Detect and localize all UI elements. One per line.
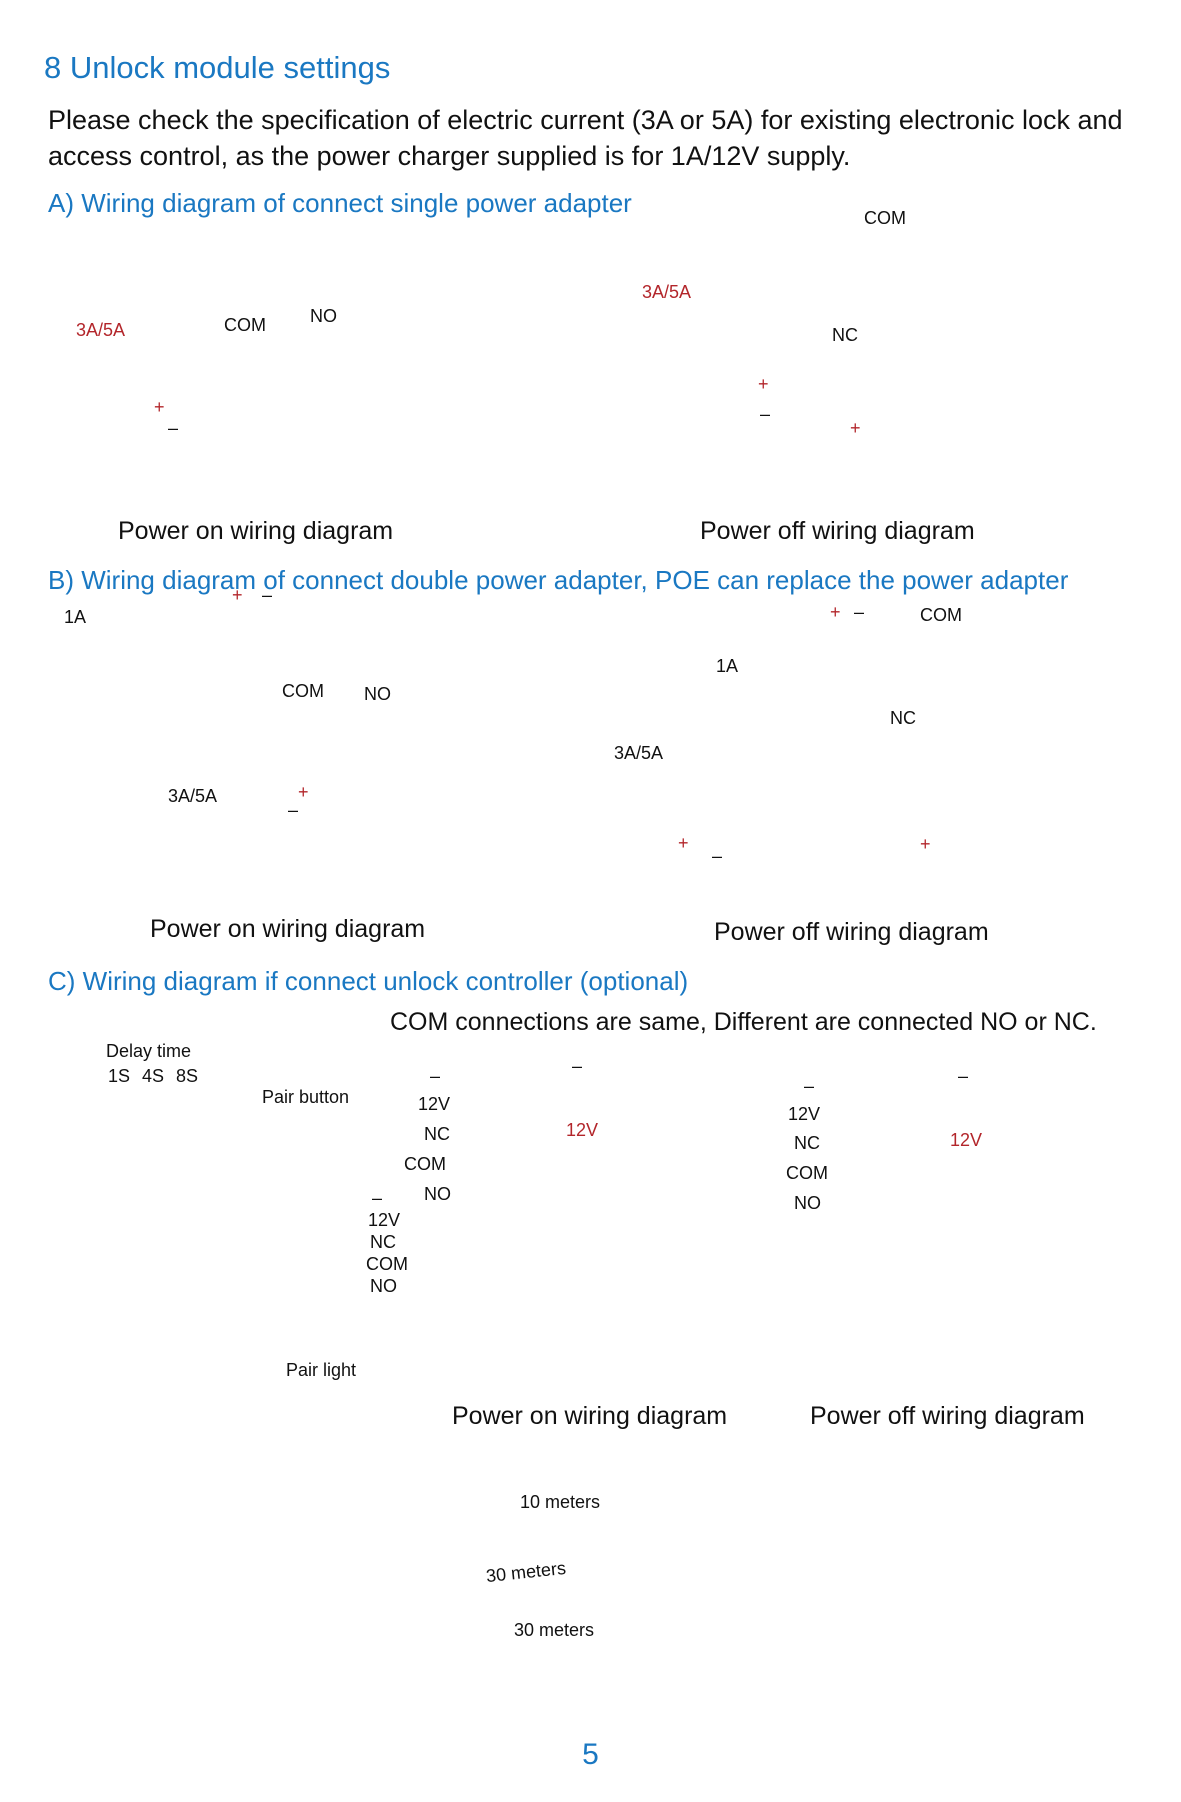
ctrl-term-com: COM [366,1254,408,1274]
c-right-caption: Power off wiring diagram [810,1402,1085,1430]
a-right-adapter-label: 3A/5A [642,282,692,302]
mid-term-minus: – [430,1066,441,1086]
delay-1s: 1S [108,1066,131,1086]
right-supply-12v: 12V [950,1130,983,1150]
section-b-title: B) Wiring diagram of connect double powe… [48,565,1069,595]
b-left-caption: Power on wiring diagram [150,915,426,943]
watermark-2: RealTopMall [691,1082,857,1167]
c-mid-caption: Power on wiring diagram [452,1402,728,1430]
mid-minus: – [572,1056,583,1076]
b-left-no-label: NO [364,684,391,704]
pair-button-label: Pair button [262,1087,350,1107]
b-right-adapter1-label: 1A [716,656,739,676]
b-right-plus-2: + [920,834,931,854]
b-left-minus: – [288,800,299,820]
delay-8s: 8S [176,1066,199,1086]
delay-4s: 4S [142,1066,165,1086]
a-left-no-label: NO [310,306,337,326]
ctrl-term-no: NO [370,1276,397,1296]
a-left-com-label: COM [224,315,266,335]
pair-light-label: Pair light [286,1360,357,1380]
ctrl-term-nc: NC [370,1232,396,1252]
page-title: 8 Unlock module settings [44,50,391,85]
b-left-minus-top: – [262,585,273,605]
b-right-caption: Power off wiring diagram [714,918,989,946]
right-term-no: NO [794,1193,821,1213]
right-term-12v: 12V [788,1104,821,1124]
a-left-plus: + [154,397,165,417]
a-right-caption: Power off wiring diagram [700,517,975,545]
a-left-adapter-label: 3A/5A [76,320,126,340]
right-term-com: COM [786,1163,828,1183]
mid-term-12v: 12V [418,1094,451,1114]
b-right-plus: + [678,833,689,853]
a-left-minus: – [168,418,179,438]
distance-chime: 30 meters [514,1620,595,1640]
section-a-title: A) Wiring diagram of connect single powe… [48,188,632,218]
ctrl-term-minus: – [372,1188,383,1208]
section-c-note: COM connections are same, Different are … [390,1008,1097,1036]
b-left-com-label: COM [282,681,324,701]
intro-paragraph: Please check the specification of electr… [48,105,1123,171]
a-right-nc-label: NC [832,325,858,345]
a-right-plus: + [758,374,769,394]
ctrl-term-12v: 12V [368,1210,401,1230]
right-term-minus: – [804,1076,815,1096]
mid-term-no: NO [424,1184,451,1204]
right-minus: – [958,1066,969,1086]
a-right-com-label: COM [864,208,906,228]
delay-time-label: Delay time [106,1041,192,1061]
b-left-plus-top: + [232,585,243,605]
b-left-adapter2-label: 3A/5A [168,786,218,806]
section-c-title: C) Wiring diagram if connect unlock cont… [48,966,689,996]
page-number: 5 [582,1738,599,1771]
right-term-nc: NC [794,1133,820,1153]
b-right-minus: – [712,846,723,866]
mid-term-nc: NC [424,1124,450,1144]
b-right-plus-top: + [830,602,841,622]
distance-lock: 30 meters [485,1557,567,1587]
b-right-nc-label: NC [890,708,916,728]
a-right-minus: – [760,404,771,424]
b-right-adapter2-label: 3A/5A [614,743,664,763]
distance-remote: 10 meters [520,1492,601,1512]
a-left-caption: Power on wiring diagram [118,517,394,545]
mid-term-com: COM [404,1154,446,1174]
b-left-adapter1-label: 1A [64,607,87,627]
b-right-minus-top: – [854,602,865,622]
a-right-plus-2: + [850,418,861,438]
mid-supply-12v: 12V [566,1120,599,1140]
b-right-com-label: COM [920,605,962,625]
b-left-plus: + [298,782,309,802]
